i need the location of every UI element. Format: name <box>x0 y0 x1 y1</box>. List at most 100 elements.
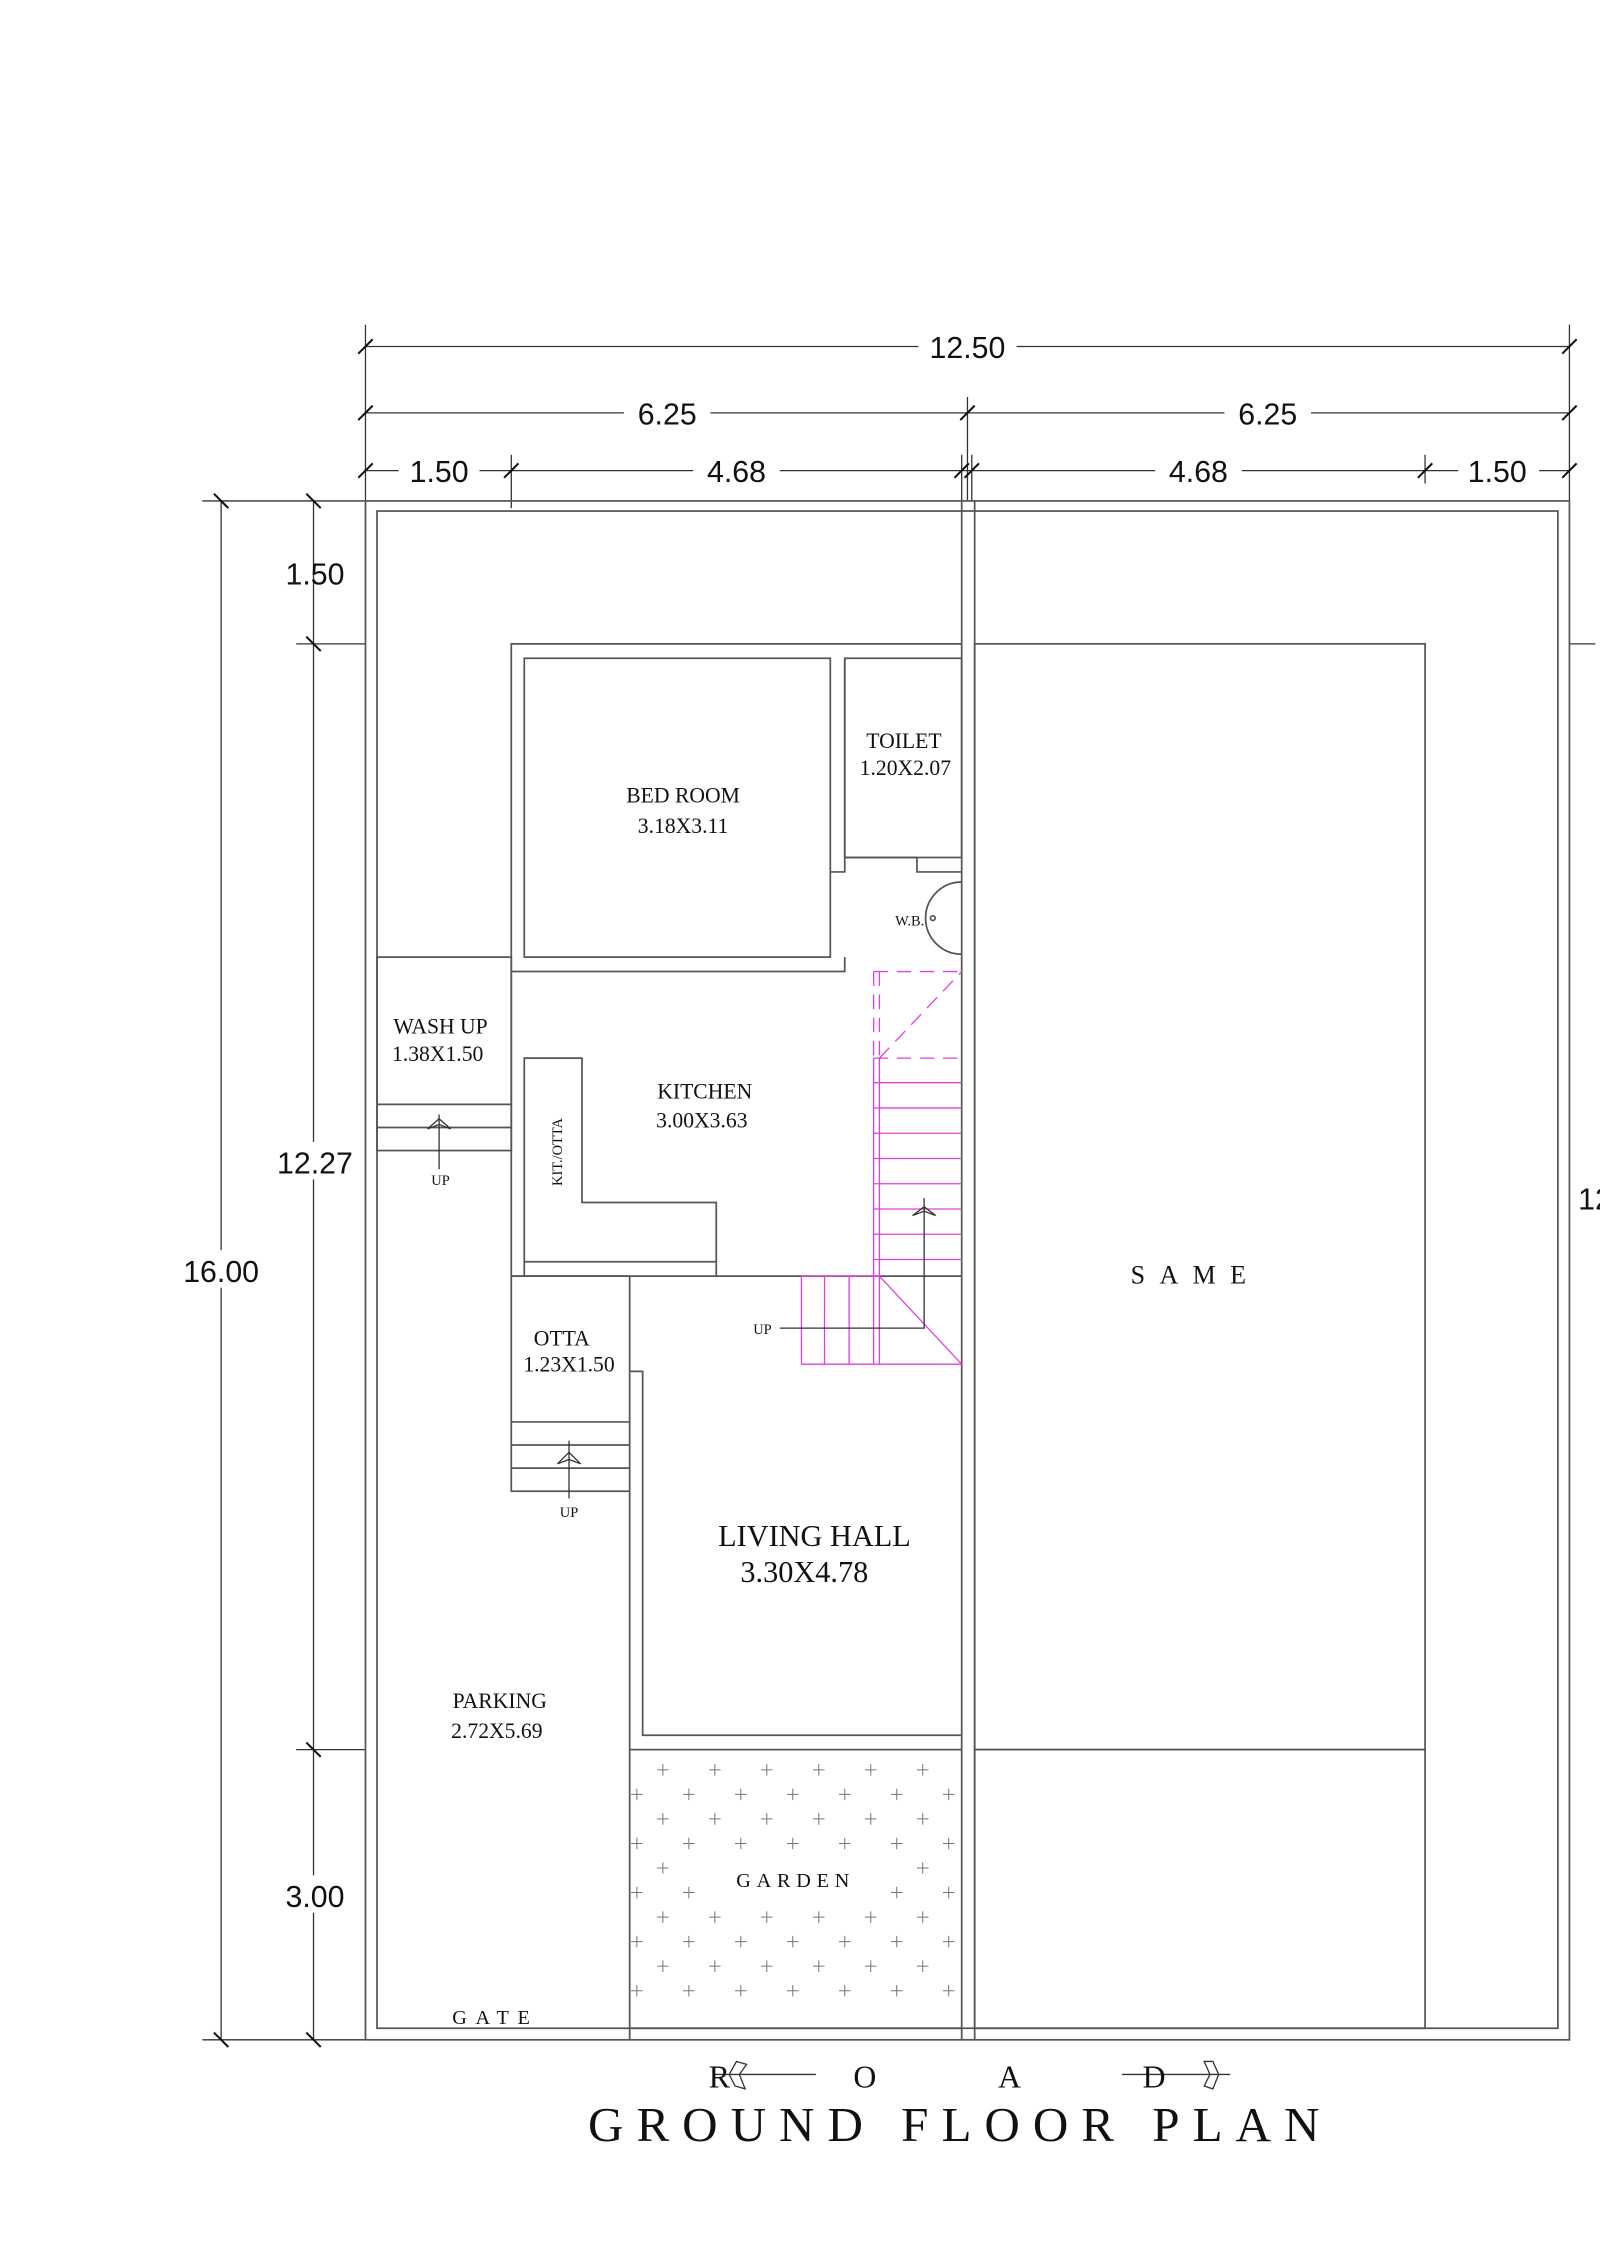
dim-rear-margin: 3.00 <box>285 1881 344 1914</box>
washup-up-arrow-icon <box>427 1117 452 1130</box>
dim-right-building-depth: 12.27 <box>1578 1184 1600 1217</box>
garden-plus-mark <box>942 1837 955 1850</box>
garden-plus-mark <box>631 1935 643 1948</box>
garden-plus-mark <box>890 1935 903 1948</box>
garden-hatch <box>631 1764 955 1997</box>
garden-plus-mark <box>683 1935 695 1948</box>
garden-plus-mark <box>787 1788 799 1801</box>
otta-up-label: UP <box>560 1505 578 1521</box>
road-left-arrow-icon <box>728 2060 748 2090</box>
garden-plus-mark <box>942 1984 955 1997</box>
kitchen-name: KITCHEN <box>657 1080 752 1104</box>
dim-right-building: 4.68 <box>1169 456 1228 489</box>
garden-plus-mark <box>812 1764 825 1776</box>
road-indicator: R O A D <box>709 2059 1231 2094</box>
garden-plus-mark <box>657 1862 669 1874</box>
garden-plus-mark <box>812 1960 825 1972</box>
garden-plus-mark <box>916 1911 929 1923</box>
garden-plus-mark <box>812 1911 825 1923</box>
dim-half-left: 6.25 <box>638 398 697 431</box>
otta-size: 1.23X1.50 <box>523 1352 614 1376</box>
garden-plus-mark <box>657 1911 669 1923</box>
garden-plus-mark <box>890 1837 903 1850</box>
parking-name: PARKING <box>453 1689 547 1713</box>
road-right-arrow-icon <box>1203 2060 1220 2090</box>
stair-up-label: UP <box>753 1322 771 1338</box>
garden-plus-mark <box>916 1813 929 1825</box>
garden-plus-mark <box>942 1886 955 1899</box>
garden-plus-mark <box>838 1837 851 1850</box>
garden-plus-mark <box>631 1837 643 1850</box>
staircase <box>779 970 963 1365</box>
same-label: SAME <box>1131 1260 1261 1289</box>
garden-plus-mark <box>735 1984 747 1997</box>
garden-plus-mark <box>683 1837 695 1850</box>
garden-plus-mark <box>631 1886 643 1899</box>
kitchen-size: 3.00X3.63 <box>656 1108 747 1132</box>
living-hall-name: LIVING HALL <box>718 1519 911 1553</box>
kit-otta-label: KIT./OTTA <box>550 1117 566 1185</box>
garden-plus-mark <box>864 1813 877 1825</box>
garden-plus-mark <box>761 1960 773 1972</box>
garden-plus-mark <box>864 1764 877 1776</box>
stair-up-arrow-icon <box>912 1206 937 1217</box>
garden-plus-mark <box>787 1837 799 1850</box>
garden-plus-mark <box>631 1984 643 1997</box>
garden-plus-mark <box>890 1886 903 1899</box>
dim-total-width: 12.50 <box>930 332 1006 365</box>
gate-label: GATE <box>452 2007 538 2029</box>
living-hall-size: 3.30X4.78 <box>740 1555 868 1589</box>
otta-name: OTTA <box>534 1326 590 1350</box>
garden-plus-mark <box>709 1960 721 1972</box>
garden-plus-mark <box>942 1788 955 1801</box>
dim-left-margin: 1.50 <box>410 456 469 489</box>
garden-plus-mark <box>683 1886 695 1899</box>
washup-name: WASH UP <box>393 1015 487 1039</box>
garden-plus-mark <box>709 1911 721 1923</box>
garden-plus-mark <box>709 1764 721 1776</box>
garden-plus-mark <box>812 1813 825 1825</box>
dim-half-right: 6.25 <box>1238 398 1297 431</box>
washup-up-label: UP <box>431 1173 449 1189</box>
garden-plus-mark <box>657 1813 669 1825</box>
garden-plus-mark <box>761 1911 773 1923</box>
garden-plus-mark <box>838 1984 851 1997</box>
dim-building-depth: 12.27 <box>277 1148 353 1181</box>
walls <box>364 500 1571 2041</box>
garden-plus-mark <box>787 1935 799 1948</box>
garden-label: GARDEN <box>736 1870 855 1892</box>
garden-plus-mark <box>735 1788 747 1801</box>
garden-plus-mark <box>890 1984 903 1997</box>
toilet-size: 1.20X2.07 <box>860 756 952 780</box>
parking-size: 2.72X5.69 <box>451 1719 542 1743</box>
garden-plus-mark <box>864 1911 877 1923</box>
garden-plus-mark <box>761 1764 773 1776</box>
garden-plus-mark <box>735 1935 747 1948</box>
road-label: R O A D <box>709 2059 1223 2094</box>
garden-plus-mark <box>683 1984 695 1997</box>
toilet-name: TOILET <box>866 729 941 753</box>
garden-plus-mark <box>916 1862 929 1874</box>
garden-plus-mark <box>761 1813 773 1825</box>
garden-plus-mark <box>890 1788 903 1801</box>
bedroom-size: 3.18X3.11 <box>638 814 729 838</box>
plan-title: GROUND FLOOR PLAN <box>588 2097 1332 2152</box>
bedroom-name: BED ROOM <box>626 784 740 808</box>
dim-right-margin: 1.50 <box>1468 456 1527 489</box>
step-arrows <box>427 1114 582 1499</box>
garden-plus-mark <box>683 1788 695 1801</box>
garden-plus-mark <box>942 1935 955 1948</box>
otta-up-arrow-icon <box>557 1451 582 1465</box>
room-labels: BED ROOM 3.18X3.11 TOILET 1.20X2.07 W.B.… <box>392 729 1261 2029</box>
garden-plus-mark <box>838 1788 851 1801</box>
dim-left-building: 4.68 <box>707 456 766 489</box>
garden-plus-mark <box>916 1960 929 1972</box>
garden-plus-mark <box>657 1764 669 1776</box>
garden-plus-mark <box>787 1984 799 1997</box>
garden-plus-mark <box>916 1764 929 1776</box>
garden-plus-mark <box>709 1813 721 1825</box>
garden-plus-mark <box>657 1960 669 1972</box>
dim-total-depth: 16.00 <box>183 1256 259 1289</box>
